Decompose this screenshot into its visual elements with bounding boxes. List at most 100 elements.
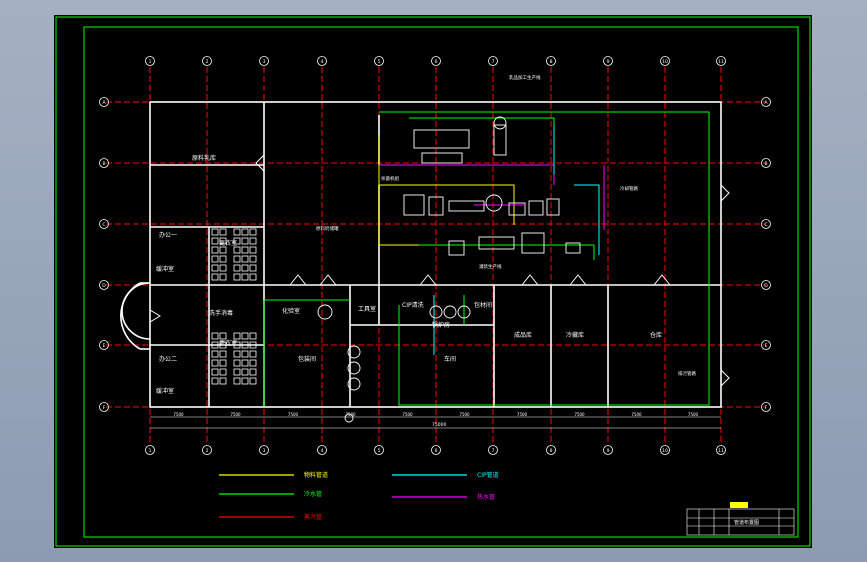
equipment	[317, 116, 581, 423]
locker-box	[233, 377, 241, 385]
locker-box	[249, 264, 257, 272]
locker-box	[249, 341, 257, 349]
locker-box	[249, 246, 257, 254]
locker-box	[211, 237, 219, 245]
grid-row-label: B	[764, 161, 767, 167]
grid-column-label: 1	[149, 59, 152, 65]
grid-bubble	[317, 56, 327, 66]
grid-bubble	[603, 56, 613, 66]
note-top: 乳品加工生产线	[509, 74, 541, 81]
outer-border	[55, 16, 811, 547]
locker-fixtures	[211, 228, 257, 385]
grid-bubble	[99, 402, 109, 412]
grid-bubble	[317, 445, 327, 455]
grid-bubble	[259, 445, 269, 455]
note-tank: 原料奶储罐	[316, 225, 339, 232]
note-lower-mid: 灌装生产线	[479, 263, 502, 270]
grid-bubble	[374, 56, 384, 66]
locker-box	[241, 350, 249, 358]
room-buffer-1: 缓冲室	[156, 265, 174, 273]
grid-column-label: 9	[607, 59, 610, 65]
locker-box	[233, 350, 241, 358]
room-cip: CIP清洗	[402, 301, 424, 309]
locker-box	[219, 237, 227, 245]
locker-box	[219, 368, 227, 376]
locker-box	[219, 359, 227, 367]
room-warehouse: 仓库	[650, 331, 662, 339]
locker-box	[249, 332, 257, 340]
locker-box	[233, 273, 241, 281]
dim-span-label: 7500	[345, 412, 356, 417]
locker-box	[219, 341, 227, 349]
locker-box	[249, 377, 257, 385]
grid-column-label: 8	[550, 448, 553, 454]
grid-bubble	[660, 56, 670, 66]
locker-box	[241, 273, 249, 281]
grid-row-label: D	[764, 283, 768, 289]
locker-box	[233, 228, 241, 236]
grid-bubble	[488, 445, 498, 455]
dim-span-label: 7500	[688, 412, 699, 417]
locker-box	[219, 264, 227, 272]
grid-row-label: A	[764, 100, 768, 106]
locker-box	[233, 332, 241, 340]
legend-label: 蒸汽管	[304, 513, 322, 521]
grid-bubble	[99, 219, 109, 229]
room-labels: 原料乳库 办公一 缓冲室 办公二 缓冲室 更衣室 更衣室 洗手消毒 化验室 包装…	[156, 154, 662, 395]
locker-box	[233, 246, 241, 254]
dim-span-label: 7500	[459, 412, 470, 417]
locker-box	[249, 350, 257, 358]
grid-bubble	[99, 158, 109, 168]
locker-box	[249, 255, 257, 263]
grid-column-label: 6	[435, 59, 438, 65]
locker-box	[249, 368, 257, 376]
room-boiler: 锅炉房	[432, 321, 450, 329]
room-packing-material: 包材间	[474, 301, 492, 309]
locker-box	[241, 368, 249, 376]
grid-column-label: 7	[492, 59, 495, 65]
dimension-lines	[150, 416, 721, 429]
locker-box	[241, 359, 249, 367]
grid-bubble	[374, 445, 384, 455]
room-raw-milk-storage: 原料乳库	[192, 154, 216, 162]
room-workshop: 车间	[444, 355, 456, 363]
locker-box	[233, 264, 241, 272]
grid-column-label: 1	[149, 448, 152, 454]
room-packaging: 包装间	[298, 355, 316, 363]
grid-column-label: 2	[206, 448, 209, 454]
legend-label: 冷水管	[304, 490, 322, 498]
legend-label: 物料管道	[304, 471, 328, 479]
title-block	[686, 502, 795, 536]
grid-bubble	[761, 219, 771, 229]
locker-box	[211, 359, 219, 367]
grid-bubble	[660, 445, 670, 455]
dim-span-label: 7500	[631, 412, 642, 417]
dim-span-label: 7500	[288, 412, 299, 417]
locker-box	[219, 228, 227, 236]
grid-column-label: 10	[662, 59, 668, 65]
locker-box	[249, 359, 257, 367]
locker-box	[233, 368, 241, 376]
grid-column-label: 8	[550, 59, 553, 65]
dim-span-label: 7500	[517, 412, 528, 417]
grid-bubble	[145, 56, 155, 66]
grid-row-label: F	[103, 405, 106, 411]
locker-box	[211, 273, 219, 281]
grid-bubble	[716, 445, 726, 455]
locker-box	[241, 377, 249, 385]
piping	[263, 111, 710, 407]
grid-row-label: D	[102, 283, 106, 289]
room-changing-1: 更衣室	[219, 239, 237, 247]
grid-bubble	[546, 445, 556, 455]
locker-box	[219, 332, 227, 340]
grid-bubble	[761, 97, 771, 107]
grid-row-label: A	[102, 100, 106, 106]
locker-box	[233, 237, 241, 245]
locker-box	[219, 377, 227, 385]
locker-box	[211, 246, 219, 254]
